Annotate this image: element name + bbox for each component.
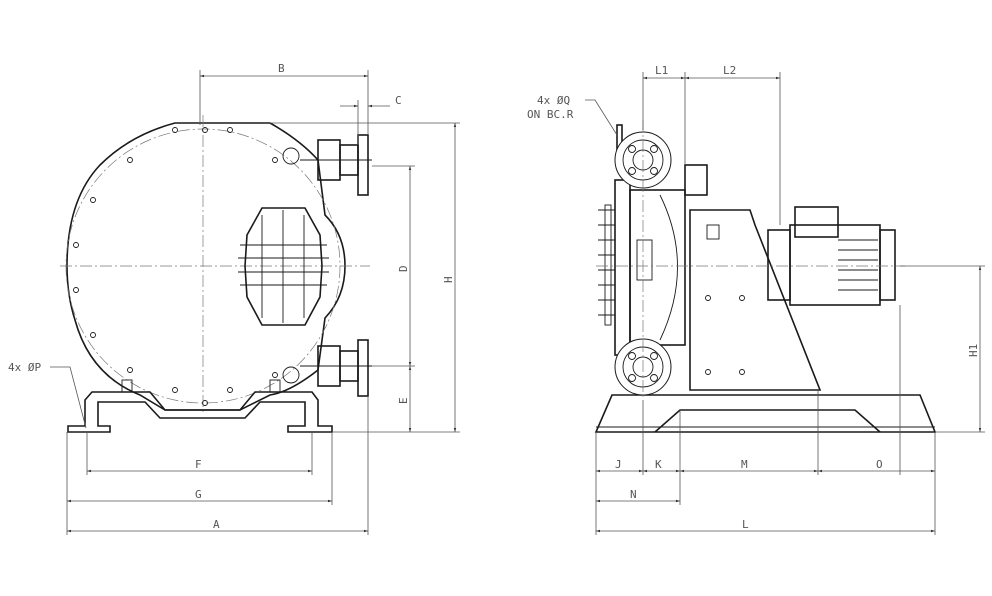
dim-H: H [442,276,455,283]
dim-L: L [742,518,749,531]
base-frame [594,394,937,433]
housing-bolts [73,127,278,406]
front-view: B C D E H F G A 4x [8,62,460,535]
dim-G: G [195,488,202,501]
inspection-window [238,207,329,326]
dim-L2: L2 [723,64,736,77]
dim-J: J [615,458,622,471]
upper-port [282,134,372,196]
flange-note-Q: 4x ØQ [537,94,570,107]
side-dimensions: L1 L2 4x ØQ ON BC.R H1 J K M O N [527,64,985,535]
holes-note-P: 4x ØP [8,361,41,374]
dim-B: B [278,62,285,75]
dim-K: K [655,458,662,471]
cover-studs [598,204,615,326]
pump-housing [66,122,346,411]
side-view: L1 L2 4x ØQ ON BC.R H1 J K M O N [527,64,985,535]
pedestal [689,209,822,391]
motor [767,206,896,306]
dim-N: N [630,488,637,501]
feet [67,379,333,433]
dim-E: E [397,397,410,404]
dim-A: A [213,518,220,531]
lower-port [282,339,372,397]
dim-H1: H1 [967,344,980,357]
flange-note-bc: ON BC.R [527,108,574,121]
dim-F: F [195,458,202,471]
dim-C: C [395,94,402,107]
dim-O: O [876,458,883,471]
dim-L1: L1 [655,64,668,77]
front-dimensions: B C D E H F G A 4x [8,62,460,535]
dim-M: M [741,458,748,471]
dim-D: D [397,265,410,272]
